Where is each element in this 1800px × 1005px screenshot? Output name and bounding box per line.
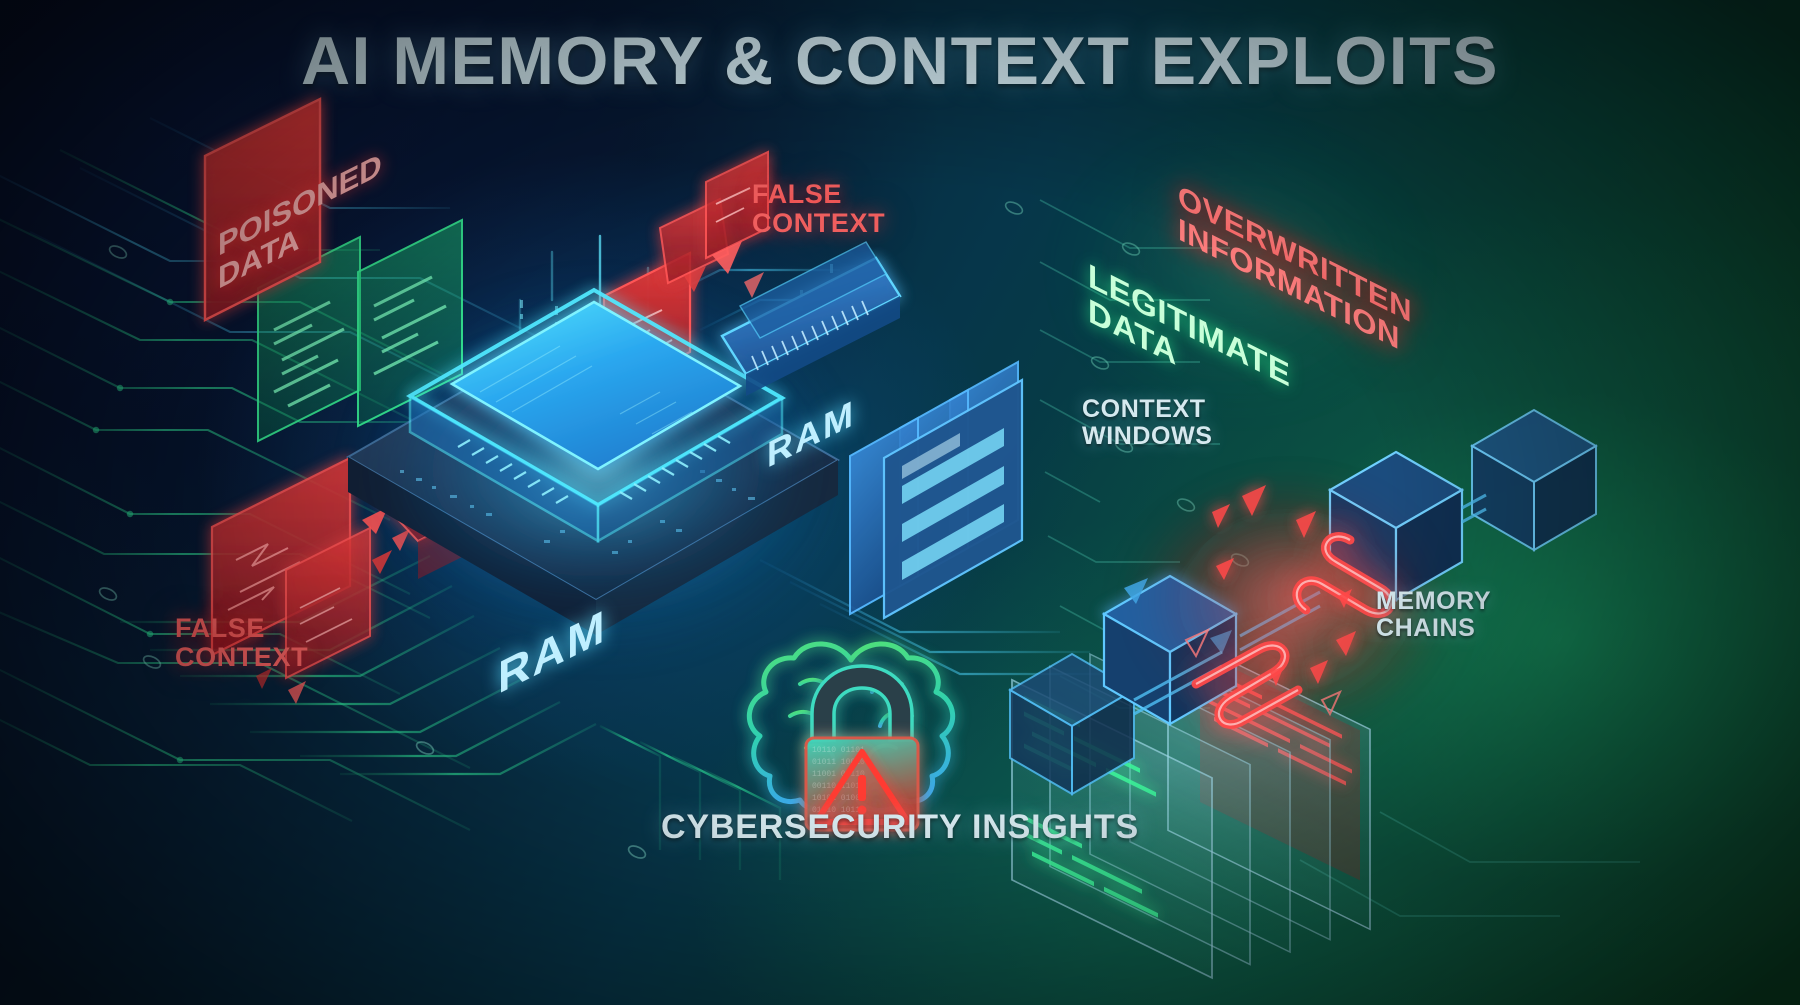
svg-text:10110 01101: 10110 01101 [812, 746, 865, 755]
green-data-panel [357, 218, 463, 428]
context-glass-pane [1089, 652, 1291, 954]
memory-cube [1470, 408, 1598, 552]
broken-chain-links [1195, 535, 1393, 726]
circuit-board [345, 316, 841, 635]
chip-die [449, 300, 743, 504]
false-context-label-bottom: FALSE CONTEXT [175, 613, 309, 672]
padlock-icon: 10110 01101 01011 10010 11001 00110 0011… [804, 664, 920, 832]
memory-cube [1101, 574, 1239, 726]
page-caption: CYBERSECURITY INSIGHTS [661, 808, 1139, 846]
poisoned-injection-panel [376, 425, 562, 579]
ram-stick-label: RAM [767, 391, 855, 476]
page-title: AI MEMORY & CONTEXT EXPLOITS [300, 23, 1500, 99]
memory-cube-corrupted [1327, 450, 1465, 602]
svg-text:11001 00110: 11001 00110 [812, 770, 865, 779]
memory-chains-label: MEMORY CHAINS [1376, 587, 1492, 642]
svg-text:10101 01001: 10101 01001 [812, 794, 865, 803]
poisoned-data-label: POISONED DATA [218, 146, 382, 296]
false-context-fragments-top [602, 150, 769, 397]
brain-icon [746, 641, 956, 813]
svg-text:01011 10010: 01011 10010 [812, 758, 865, 767]
context-glass-pane [1129, 640, 1331, 941]
false-context-label-top: FALSE CONTEXT [752, 179, 886, 238]
chain-shards [1212, 485, 1356, 686]
svg-text:00110 11010: 00110 11010 [812, 782, 865, 791]
ram-die-label: RAM [498, 598, 607, 704]
memory-cube [1008, 652, 1136, 796]
context-windows-label: CONTEXT WINDOWS [1082, 395, 1213, 450]
overwritten-information-pane [1167, 629, 1371, 931]
chain-shards [1184, 627, 1342, 717]
context-block [849, 360, 1024, 620]
chip-outer-frame [406, 287, 786, 544]
broken-chain-links [1191, 532, 1396, 729]
